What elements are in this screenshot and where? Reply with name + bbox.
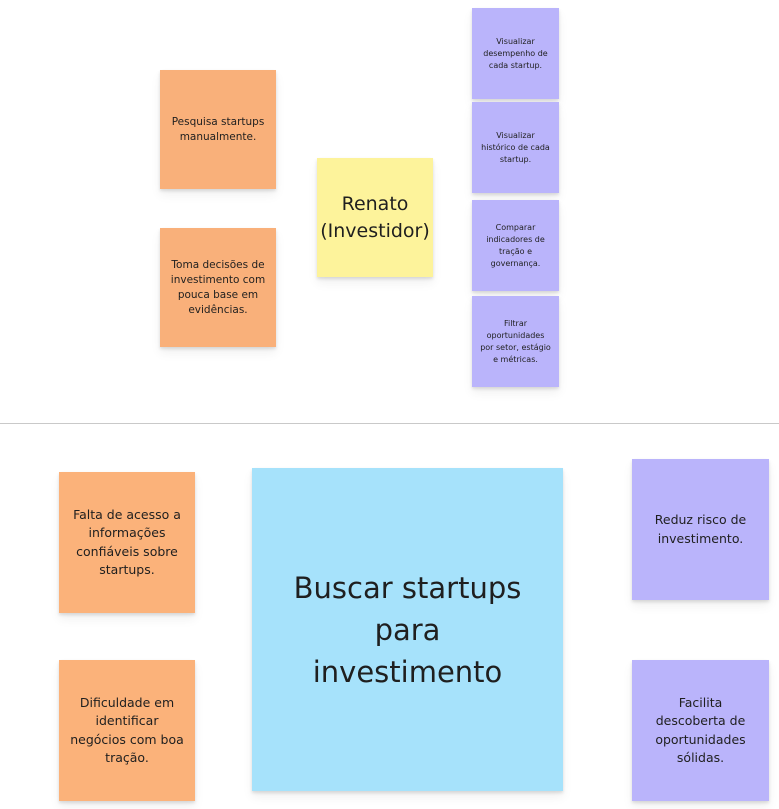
need-note-compare[interactable]: Comparar indicadores de tração e governa… xyxy=(472,200,559,291)
gain-note-discovery[interactable]: Facilita descoberta de oportunidades sól… xyxy=(632,660,769,801)
pain-note-text: Falta de acesso a informações confiáveis… xyxy=(73,506,181,578)
section-divider xyxy=(0,423,779,424)
need-note-text: Filtrar oportunidades por setor, estágio… xyxy=(480,318,551,364)
gain-note-text: Facilita descoberta de oportunidades sól… xyxy=(655,694,746,766)
need-note-text: Visualizar desempenho de cada startup. xyxy=(483,36,548,70)
gain-note-reduce-risk[interactable]: Reduz risco de investimento. xyxy=(632,459,769,600)
pain-note-no-access[interactable]: Falta de acesso a informações confiáveis… xyxy=(59,472,195,613)
persona-name: Renato (Investidor) xyxy=(320,192,430,242)
need-note-text: Comparar indicadores de tração e governa… xyxy=(486,222,545,268)
pain-note-hard-identify[interactable]: Dificuldade em identificar negócios com … xyxy=(59,660,195,801)
pain-note-text: Pesquisa startups manualmente. xyxy=(171,115,265,143)
persona-note[interactable]: Renato (Investidor) xyxy=(317,158,433,277)
need-note-history[interactable]: Visualizar histórico de cada startup. xyxy=(472,102,559,193)
pain-note-text: Toma decisões de investimento com pouca … xyxy=(170,258,266,316)
job-note[interactable]: Buscar startups para investimento xyxy=(252,468,563,791)
need-note-filter[interactable]: Filtrar oportunidades por setor, estágio… xyxy=(472,296,559,387)
need-note-text: Visualizar histórico de cada startup. xyxy=(481,130,550,164)
pain-note-text: Dificuldade em identificar negócios com … xyxy=(70,694,184,766)
pain-note-manual-research[interactable]: Pesquisa startups manualmente. xyxy=(160,70,276,189)
gain-note-text: Reduz risco de investimento. xyxy=(654,512,747,546)
need-note-performance[interactable]: Visualizar desempenho de cada startup. xyxy=(472,8,559,99)
pain-note-low-evidence[interactable]: Toma decisões de investimento com pouca … xyxy=(160,228,276,347)
job-note-text: Buscar startups para investimento xyxy=(293,570,522,689)
